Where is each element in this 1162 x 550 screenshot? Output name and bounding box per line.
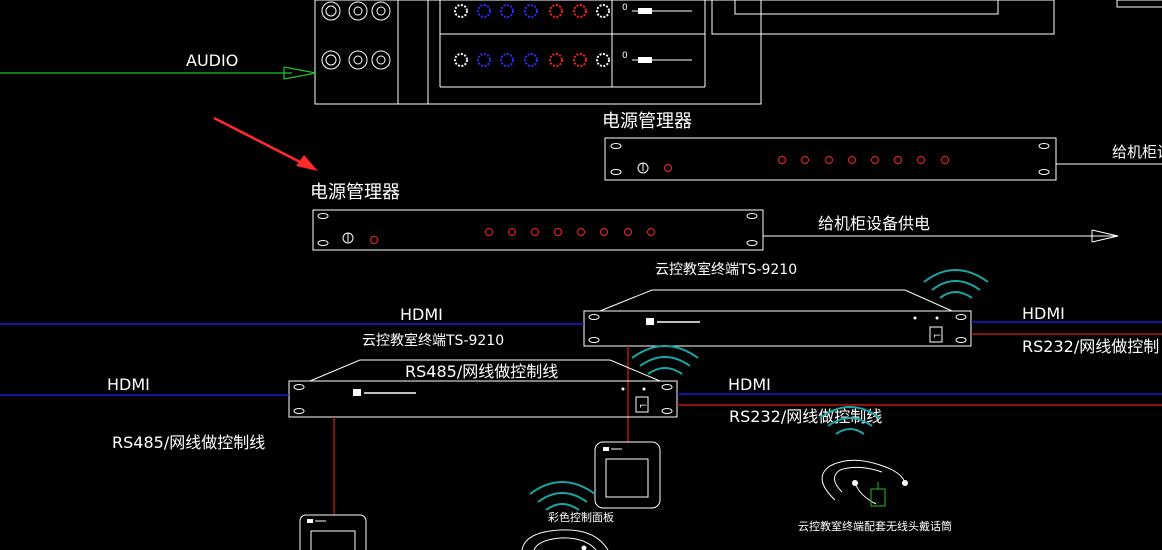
knob-icon[interactable] bbox=[524, 53, 538, 67]
rs485-left-label: RS485/网线做控制线 bbox=[112, 433, 265, 452]
wireless-transmitter bbox=[870, 482, 886, 507]
power-led bbox=[664, 164, 672, 172]
fader-zero-label: 0 bbox=[622, 3, 628, 13]
red-arrow-icon bbox=[213, 116, 318, 171]
wifi-icon bbox=[631, 345, 699, 375]
terminal-logo-icon bbox=[353, 389, 416, 396]
audio-label: AUDIO bbox=[186, 51, 238, 70]
knob-row-2 bbox=[454, 53, 610, 67]
hdmi-lower-right-label: HDMI bbox=[728, 375, 771, 394]
knob-icon[interactable] bbox=[549, 4, 563, 18]
power-led bbox=[370, 236, 378, 244]
cabinet-power-arrow bbox=[763, 229, 1119, 243]
power-manager-top-label: 电源管理器 bbox=[602, 111, 692, 132]
small-control-panel[interactable] bbox=[299, 514, 367, 550]
terminal-port-icon: ⌐ bbox=[635, 396, 649, 413]
knob-icon[interactable] bbox=[500, 4, 514, 18]
wireless-mic-label: 云控教室终端配套无线头戴话筒 bbox=[798, 519, 952, 533]
rs232-upper-label: RS232/网线做控制 bbox=[1022, 337, 1159, 356]
xlr-connector-icon bbox=[321, 1, 391, 21]
outlet-leds bbox=[778, 156, 949, 164]
terminal-logo-icon bbox=[646, 318, 700, 325]
terminal-lower[interactable]: ⌐ bbox=[288, 359, 678, 418]
hdmi-lower-left-label: HDMI bbox=[107, 375, 150, 394]
cabinet-power-mid-label: 给机柜设备供电 bbox=[818, 214, 930, 233]
power-switch-icon[interactable] bbox=[637, 162, 649, 174]
far-right-box bbox=[1116, 0, 1162, 8]
terminal-lower-label: 云控教室终端TS-9210 bbox=[362, 332, 504, 349]
audio-line: AUDIO bbox=[0, 51, 317, 80]
power-manager-mid[interactable] bbox=[312, 209, 764, 251]
top-right-frame bbox=[711, 0, 1055, 35]
knob-icon[interactable] bbox=[500, 53, 514, 67]
fader-1[interactable]: 0 bbox=[622, 3, 692, 14]
rs485-mid-label: RS485/网线做控制线 bbox=[405, 362, 558, 381]
svg-text:⌐: ⌐ bbox=[639, 401, 647, 412]
audio-mixer: 0 0 bbox=[314, 0, 762, 105]
knob-icon[interactable] bbox=[573, 4, 587, 18]
knob-icon[interactable] bbox=[454, 4, 468, 18]
terminal-upper[interactable]: ⌐ bbox=[583, 289, 972, 347]
knob-icon[interactable] bbox=[596, 4, 610, 18]
knob-icon[interactable] bbox=[454, 53, 468, 67]
power-manager-top[interactable] bbox=[604, 137, 1057, 181]
headset-mic-icon bbox=[521, 529, 609, 550]
svg-text:⌐: ⌐ bbox=[933, 331, 941, 342]
xlr-connector-icon bbox=[321, 50, 391, 70]
color-control-panel[interactable] bbox=[594, 441, 661, 509]
terminal-port-icon: ⌐ bbox=[929, 326, 943, 343]
knob-icon[interactable] bbox=[549, 53, 563, 67]
wifi-icon bbox=[819, 406, 881, 435]
knob-icon[interactable] bbox=[596, 53, 610, 67]
knob-row-1 bbox=[454, 4, 610, 18]
terminal-upper-label: 云控教室终端TS-9210 bbox=[655, 261, 797, 278]
wifi-icon bbox=[529, 481, 596, 511]
hdmi-upper-right-label: HDMI bbox=[1022, 304, 1065, 323]
headset-mic-icon[interactable] bbox=[821, 459, 908, 505]
fader-zero-label: 0 bbox=[622, 51, 628, 61]
cabinet-power-right-label: 给机柜设 bbox=[1112, 143, 1162, 161]
wifi-icon bbox=[923, 269, 989, 299]
power-manager-mid-label: 电源管理器 bbox=[310, 182, 400, 203]
knob-icon[interactable] bbox=[524, 4, 538, 18]
outlet-leds bbox=[485, 228, 655, 236]
knob-icon[interactable] bbox=[477, 4, 491, 18]
rs232-lower-label: RS232/网线做控制线 bbox=[729, 407, 882, 426]
hdmi-upper-left-label: HDMI bbox=[400, 305, 443, 324]
top-right-box bbox=[734, 0, 999, 15]
panel-label: 彩色控制面板 bbox=[548, 510, 614, 524]
knob-icon[interactable] bbox=[573, 53, 587, 67]
power-switch-icon[interactable] bbox=[342, 232, 354, 244]
knob-icon[interactable] bbox=[477, 53, 491, 67]
fader-2[interactable]: 0 bbox=[622, 51, 692, 63]
